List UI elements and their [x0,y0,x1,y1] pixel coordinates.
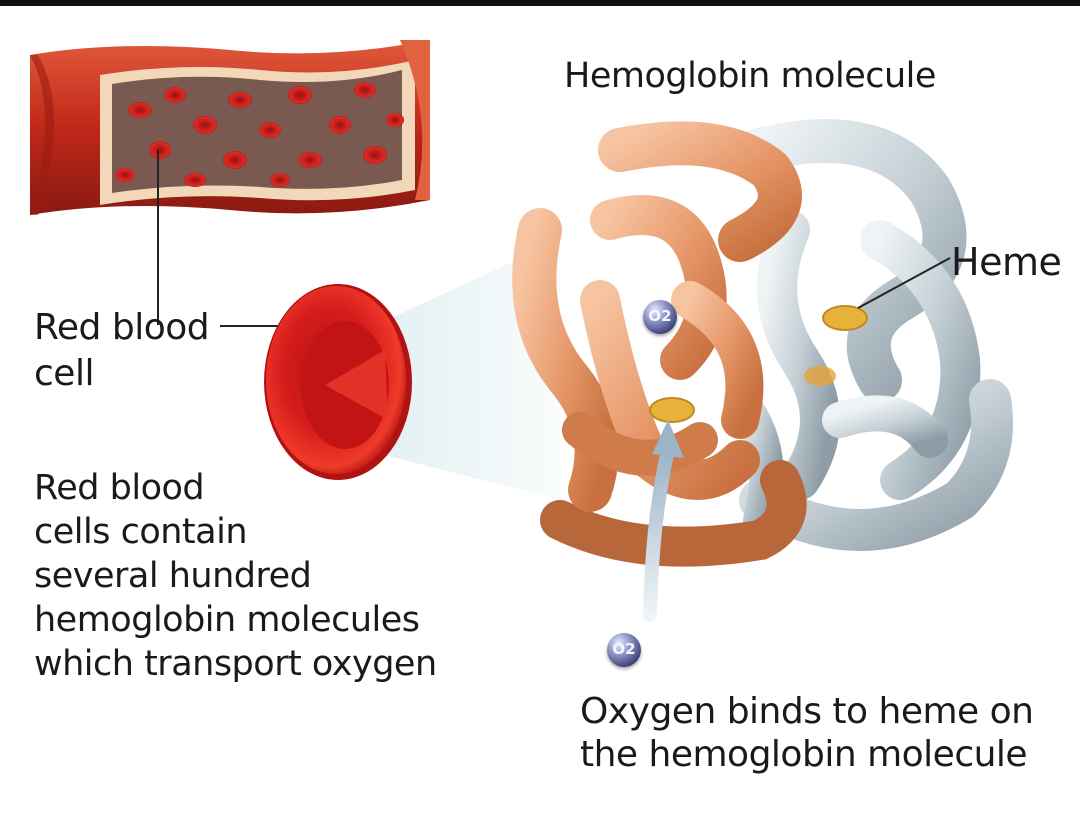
top-border [0,0,1080,6]
heme-label: Heme [951,240,1062,284]
hemoglobin-molecule [512,119,1013,567]
description-line: several hundred [34,556,312,596]
hemoglobin-molecule-title: Hemoglobin molecule [564,56,936,96]
oxygen-binding-line: the hemoglobin molecule [580,734,1028,775]
heme-disc [649,397,695,423]
description-line: hemoglobin molecules [34,600,420,640]
alpha-chains [512,121,807,567]
oxygen-arrow [643,420,684,622]
oxygen-binding-line: Oxygen binds to heme on [580,691,1034,732]
oxygen-binding-caption: Oxygen binds to heme on the hemoglobin m… [580,690,1034,776]
description-text: Red blood cells contain several hundred … [34,466,437,686]
description-line: Red blood [34,468,205,508]
beta-chains [723,119,1013,551]
heme-disc [822,305,868,331]
red-blood-cell [264,284,412,480]
blood-vessel [30,40,430,215]
heme-disc [804,366,836,386]
oxygen-molecule-free: O2 [607,633,641,667]
description-line: which transport oxygen [34,644,437,684]
red-blood-cell-label: Red blood cell [34,305,210,397]
red-blood-cell-label-line: Red blood [34,307,210,348]
oxygen-molecule-bound: O2 [643,300,677,334]
description-line: cells contain [34,512,248,552]
vessel-blood-cells [115,82,404,187]
red-blood-cell-label-line: cell [34,353,94,394]
zoom-beam [365,240,560,500]
heme-leader-line [857,257,951,309]
